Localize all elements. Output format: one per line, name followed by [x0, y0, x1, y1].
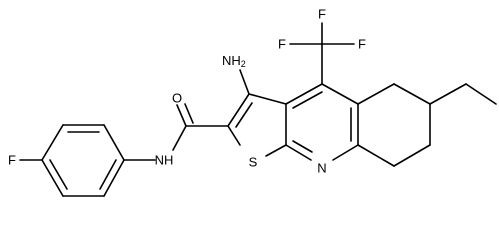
- bond-c3-c2: [227, 93, 250, 127]
- atom-sulfur: S: [249, 155, 258, 170]
- atom-oxygen: O: [172, 91, 182, 106]
- bond-c3-nh2: [239, 69, 250, 95]
- bond-ar3-ar4: [41, 124, 64, 161]
- bond-n-c9a: [285, 144, 312, 161]
- bond-c3a-c3: [248, 93, 287, 105]
- bond-ar6-ar1: [103, 159, 125, 197]
- bonds: [19, 22, 497, 197]
- atom-f-left: F: [278, 37, 286, 52]
- bond-c5-c6: [393, 83, 431, 105]
- bond-s-c9a: [265, 144, 287, 157]
- molecule-structure: F F F NH2 O NH S N F: [8, 6, 497, 197]
- bond-ethyl-ch2-ch3: [465, 83, 497, 105]
- bond-carbonyl-o-double: [184, 103, 194, 124]
- atom-ring-nitrogen: N: [317, 161, 326, 176]
- bond-c6-ethyl-ch2: [429, 83, 467, 105]
- bond-c2-s: [227, 125, 241, 146]
- bond-ar1-ar2: [103, 124, 125, 161]
- atom-nh2-subscript: 2: [241, 59, 246, 69]
- bond-c3a-c4: [285, 83, 323, 105]
- atom-f-right: F: [358, 37, 366, 52]
- bond-c3-c2-double: [235, 102, 253, 128]
- bond-c4-c4a: [321, 83, 359, 105]
- bond-c8a-n: [332, 144, 359, 161]
- bond-c4a-c5: [357, 83, 395, 105]
- bond-c8-c8a: [357, 144, 395, 167]
- bond-c7-c8: [393, 144, 431, 167]
- atom-nh2-symbol: NH: [222, 53, 241, 68]
- bond-ar6-ar1-double: [99, 159, 117, 190]
- bond-ar4-ar5-double: [49, 159, 68, 190]
- bond-carbonyl-nh: [172, 125, 187, 151]
- bond-n-c9a-double: [292, 140, 313, 153]
- bond-ar4-ar5: [41, 159, 64, 197]
- bond-carbonyl-o: [176, 104, 187, 127]
- bond-c3a-c4-double: [292, 91, 323, 109]
- atom-amide-nh: NH: [155, 153, 174, 168]
- atom-f-top: F: [318, 7, 326, 22]
- atom-nh2: NH2: [222, 53, 246, 70]
- atom-f-aryl: F: [8, 153, 16, 168]
- atom-labels: F F F NH2 O NH S N F: [8, 6, 369, 176]
